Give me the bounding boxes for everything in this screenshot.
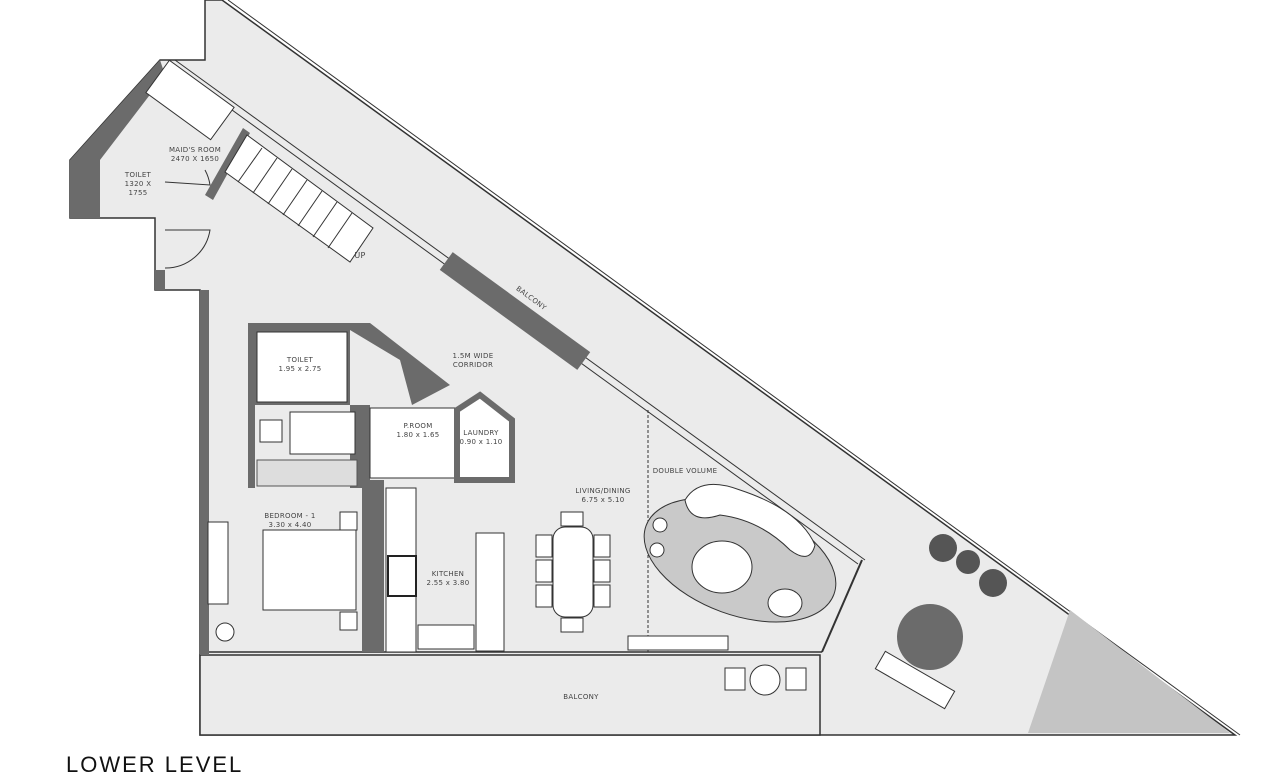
shower-area (289, 411, 356, 455)
tv-console (627, 635, 729, 651)
side-table-2 (649, 542, 665, 558)
bed (262, 529, 357, 611)
entry-door[interactable] (164, 229, 211, 269)
curved-sofa (684, 483, 816, 557)
kitchen-tall-unit (475, 532, 505, 652)
wardrobe (256, 459, 358, 487)
maids-room-size: 2470 X 1650 (171, 155, 219, 163)
left-wall (155, 270, 165, 290)
living-size: 6.75 x 5.10 (581, 496, 624, 504)
lounge-chair (767, 588, 803, 618)
toilet-label: TOILET (286, 356, 314, 364)
maid-bed (145, 59, 235, 141)
pool-texture (1028, 610, 1230, 733)
maid-door[interactable] (164, 169, 211, 186)
laundry-label: LAUNDRY (463, 429, 499, 437)
dining-table (552, 526, 594, 618)
maid-toilet-size-1: 1320 X (125, 180, 152, 188)
living-right-wall (821, 559, 863, 653)
desk (207, 521, 229, 605)
maid-toilet-label: TOILET (124, 171, 152, 179)
kitchen-size: 2.55 x 3.80 (426, 579, 469, 587)
balcony-column (439, 252, 591, 370)
living-label: LIVING/DINING (575, 487, 630, 495)
kitchen-label: KITCHEN (432, 570, 464, 578)
nightstand (339, 511, 358, 531)
powder-room (369, 407, 456, 479)
maid-stair-wall (205, 128, 250, 200)
staircase (224, 134, 374, 263)
powder-room-size: 1.80 x 1.65 (396, 431, 439, 439)
powder-room-label: P.ROOM (403, 422, 432, 430)
dining-chairs (535, 511, 611, 633)
plan-title: LOWER LEVEL (66, 752, 244, 777)
cooktop-icon (387, 555, 417, 597)
bedroom-label: BEDROOM - 1 (264, 512, 315, 520)
bottom-balcony (199, 654, 821, 736)
balcony-bottom-label: BALCONY (563, 693, 599, 701)
plants (929, 534, 1007, 597)
maid-toilet-size-2: 1755 (128, 189, 147, 197)
double-volume-label: DOUBLE VOLUME (653, 467, 718, 475)
balcony-chair (724, 667, 746, 691)
nightstand-2 (339, 611, 358, 631)
corridor-label-2: CORRIDOR (453, 361, 493, 369)
toilet-room (256, 331, 348, 403)
toilet-size: 1.95 x 2.75 (278, 365, 321, 373)
outdoor-round-table (897, 604, 963, 670)
maids-room-label: MAID'S ROOM (169, 146, 221, 154)
corridor-label-1: 1.5M WIDE (453, 352, 494, 360)
maid-wall (70, 60, 165, 218)
chair-icon (215, 622, 235, 642)
stairs-up-label: UP (354, 251, 365, 260)
bedroom-size: 3.30 x 4.40 (268, 521, 311, 529)
laundry-room (454, 391, 515, 483)
shower-tray-icon (259, 419, 283, 443)
kitchen-sink-icon (417, 624, 475, 650)
sun-lounger (874, 650, 956, 710)
laundry-size: 0.90 x 1.10 (459, 438, 502, 446)
west-wall (200, 290, 209, 655)
armchair-group (691, 540, 753, 594)
side-table (652, 517, 668, 533)
balcony-chair-2 (785, 667, 807, 691)
balcony-table (749, 664, 781, 696)
